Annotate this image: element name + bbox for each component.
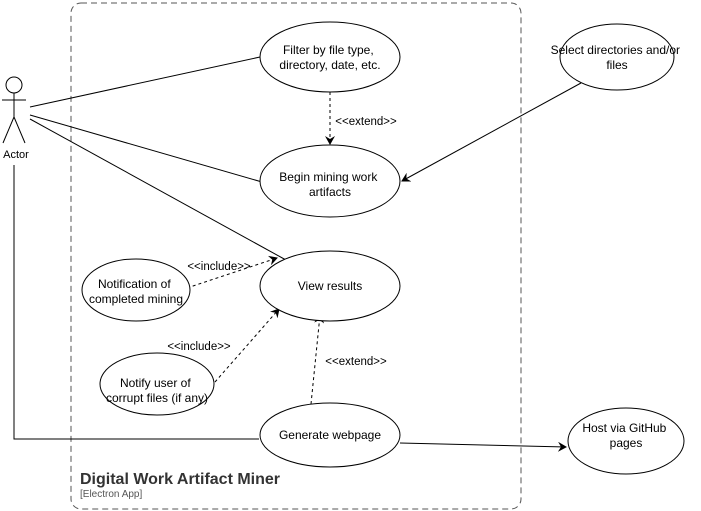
associations: [13, 56, 287, 440]
use-case-host-line-1: Host via GitHub: [582, 421, 666, 435]
svg-text:View results: View results: [298, 279, 362, 293]
svg-text:Generate webpage: Generate webpage: [279, 428, 381, 442]
extend-label-filter: <<extend>>: [335, 116, 397, 128]
include-notification-to-view: [186, 255, 278, 289]
use-case-filter[interactable]: Filter by file type, directory, date, et…: [259, 21, 401, 93]
dashed-relations: [186, 92, 335, 405]
assoc-begin-mining: [29, 114, 263, 183]
use-case-select-directories[interactable]: Select directories and/or files: [551, 23, 684, 91]
use-case-begin-mining[interactable]: Begin mining work artifacts: [259, 144, 401, 218]
use-case-filter-line-2: directory, date, etc.: [279, 58, 380, 72]
svg-text:Select directories and/or: Select directories and/or files: [551, 43, 684, 72]
use-case-begin-line-1: Begin mining work: [279, 170, 378, 184]
use-case-host-github[interactable]: Host via GitHub pages: [567, 407, 685, 475]
use-case-begin-line-2: artifacts: [309, 185, 351, 199]
svg-text:Notification of complete: Notification of completed mining: [89, 277, 183, 306]
svg-text:Filter by file type, dir: Filter by file type, directory, date, et…: [279, 43, 380, 72]
system-boundary: Digital Work Artifact Miner [Electron Ap…: [70, 2, 522, 510]
system-title: Digital Work Artifact Miner: [80, 471, 280, 488]
arrow-select-to-begin: [401, 82, 582, 182]
use-case-host-line-2: pages: [610, 436, 643, 450]
use-case-notify-corrupt[interactable]: Notify user of corrupt files (if any): [99, 352, 215, 416]
use-case-view-results[interactable]: View results: [259, 250, 401, 322]
use-case-select-line-2: files: [606, 58, 627, 72]
assoc-filter: [29, 56, 261, 108]
extend-label-generate: <<extend>>: [325, 356, 387, 368]
assoc-generate-webpage: [13, 165, 259, 440]
include-corrupt-to-view: [214, 308, 280, 383]
use-case-corrupt-line-2: corrupt files (if any): [106, 391, 208, 405]
use-case-corrupt-line-1: Notify user of: [120, 376, 191, 390]
extend-generate-to-view: [310, 314, 325, 405]
include-label-notification: <<include>>: [187, 261, 251, 273]
use-case-generate-webpage[interactable]: Generate webpage: [259, 402, 401, 468]
actor-icon: [2, 76, 26, 144]
actor-label: Actor: [3, 149, 29, 161]
system-subtitle: [Electron App]: [80, 489, 142, 500]
use-case-notification-line-2: completed mining: [89, 292, 183, 306]
svg-text:Notify user of corrupt f: Notify user of corrupt files (if any): [106, 376, 208, 405]
arrow-generate-to-host: [399, 441, 567, 452]
svg-text:Begin mining work artifa: Begin mining work artifacts: [279, 170, 380, 199]
use-case-notification-line-1: Notification of: [98, 277, 171, 291]
use-case-notification[interactable]: Notification of completed mining: [81, 258, 191, 322]
svg-text:Host via GitHub pages: Host via GitHub pages: [582, 421, 669, 450]
assoc-view-results: [29, 118, 287, 261]
solid-arrows: [399, 82, 582, 452]
use-case-select-line-1: Select directories and/or: [551, 43, 680, 57]
include-label-corrupt: <<include>>: [167, 341, 231, 353]
use-case-filter-line-1: Filter by file type,: [283, 43, 374, 57]
use-case-generate-line-1: Generate webpage: [279, 428, 381, 442]
use-case-view-line-1: View results: [298, 279, 362, 293]
actor[interactable]: Actor: [2, 76, 29, 161]
